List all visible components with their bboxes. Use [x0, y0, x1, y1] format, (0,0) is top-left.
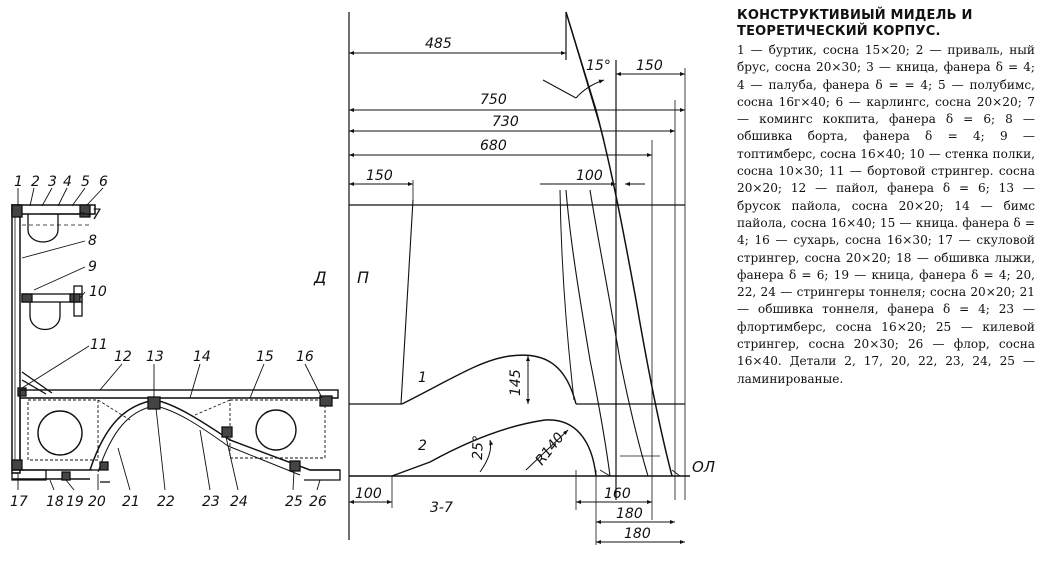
lightening-hole-right	[255, 409, 297, 451]
dim-180-lower: 180	[624, 526, 651, 542]
label-3: 3	[48, 174, 57, 190]
label-16: 16	[296, 349, 314, 365]
caption-title: КОНСТРУКТИВИЫЙ МИДЕЛЬ И ТЕОРЕТИЧЕСКИЙ КО…	[737, 8, 1035, 40]
dim-100-upper: 100	[576, 168, 603, 184]
midship-part-labels: 1 2 3 4 5 6 7 8 9 10 11 12 13 14 15 16 1…	[10, 174, 327, 510]
dim-750: 750	[480, 92, 507, 108]
label-5: 5	[81, 174, 90, 190]
label-curve-1: 1	[418, 370, 427, 386]
dimension-labels: 485 150 750 730 680 150 100 145 R140 100…	[313, 36, 715, 542]
station-2	[391, 419, 597, 477]
label-7: 7	[92, 207, 101, 223]
side-planking	[11, 204, 21, 474]
label-6: 6	[99, 174, 108, 190]
chine-stringer	[11, 459, 23, 471]
dim-180-upper: 180	[616, 506, 643, 522]
label-4: 4	[63, 174, 72, 190]
leader-lines	[17, 187, 323, 491]
label-2: 2	[31, 174, 40, 190]
label-20: 20	[88, 494, 106, 510]
tunnel-skin	[89, 399, 340, 471]
label-ol: ОЛ	[692, 458, 715, 476]
label-19: 19	[66, 494, 84, 510]
label-26: 26	[309, 494, 327, 510]
dim-150-top: 150	[636, 58, 663, 74]
label-18: 18	[46, 494, 64, 510]
label-stations-3-7: 3-7	[430, 500, 453, 516]
dim-485: 485	[425, 36, 452, 52]
dim-100-lower: 100	[355, 486, 382, 502]
dim-680: 680	[480, 138, 507, 154]
caption-text: 1 — буртик, сосна 15×20; 2 — приваль, ны…	[737, 43, 1035, 386]
dim-145: 145	[508, 369, 524, 396]
label-p: П	[357, 268, 369, 287]
label-d: Д	[313, 268, 327, 287]
body-plan	[348, 11, 690, 545]
label-25: 25	[285, 494, 303, 510]
label-1: 1	[14, 174, 23, 190]
label-9: 9	[88, 259, 97, 275]
angle-25: 25°	[470, 435, 487, 460]
station-1	[401, 354, 577, 405]
label-8: 8	[88, 233, 97, 249]
floor-left	[27, 399, 99, 461]
caption-title-line-1: КОНСТРУКТИВИЫЙ МИДЕЛЬ И	[737, 8, 973, 23]
label-curve-2: 2	[418, 438, 427, 454]
dim-730: 730	[492, 114, 519, 130]
label-11: 11	[90, 337, 108, 353]
lightening-hole-left	[37, 410, 83, 456]
stem-profile	[565, 11, 673, 477]
label-23: 23	[202, 494, 220, 510]
midship-section	[11, 204, 341, 483]
dimension-lines	[349, 51, 685, 544]
label-17: 17	[10, 494, 28, 510]
label-13: 13	[146, 349, 164, 365]
label-21: 21	[122, 494, 140, 510]
caption: КОНСТРУКТИВИЫЙ МИДЕЛЬ И ТЕОРЕТИЧЕСКИЙ КО…	[737, 8, 1035, 388]
label-24: 24	[230, 494, 248, 510]
dim-150-left: 150	[366, 168, 393, 184]
label-10: 10	[89, 284, 107, 300]
dim-160: 160	[604, 486, 631, 502]
cabin-sole	[19, 389, 339, 399]
caption-title-line-2: ТЕОРЕТИЧЕСКИЙ КОРПУС.	[737, 24, 941, 39]
label-15: 15	[256, 349, 274, 365]
label-14: 14	[193, 349, 211, 365]
angle-15: 15°	[586, 58, 611, 74]
label-12: 12	[114, 349, 132, 365]
label-22: 22	[157, 494, 175, 510]
